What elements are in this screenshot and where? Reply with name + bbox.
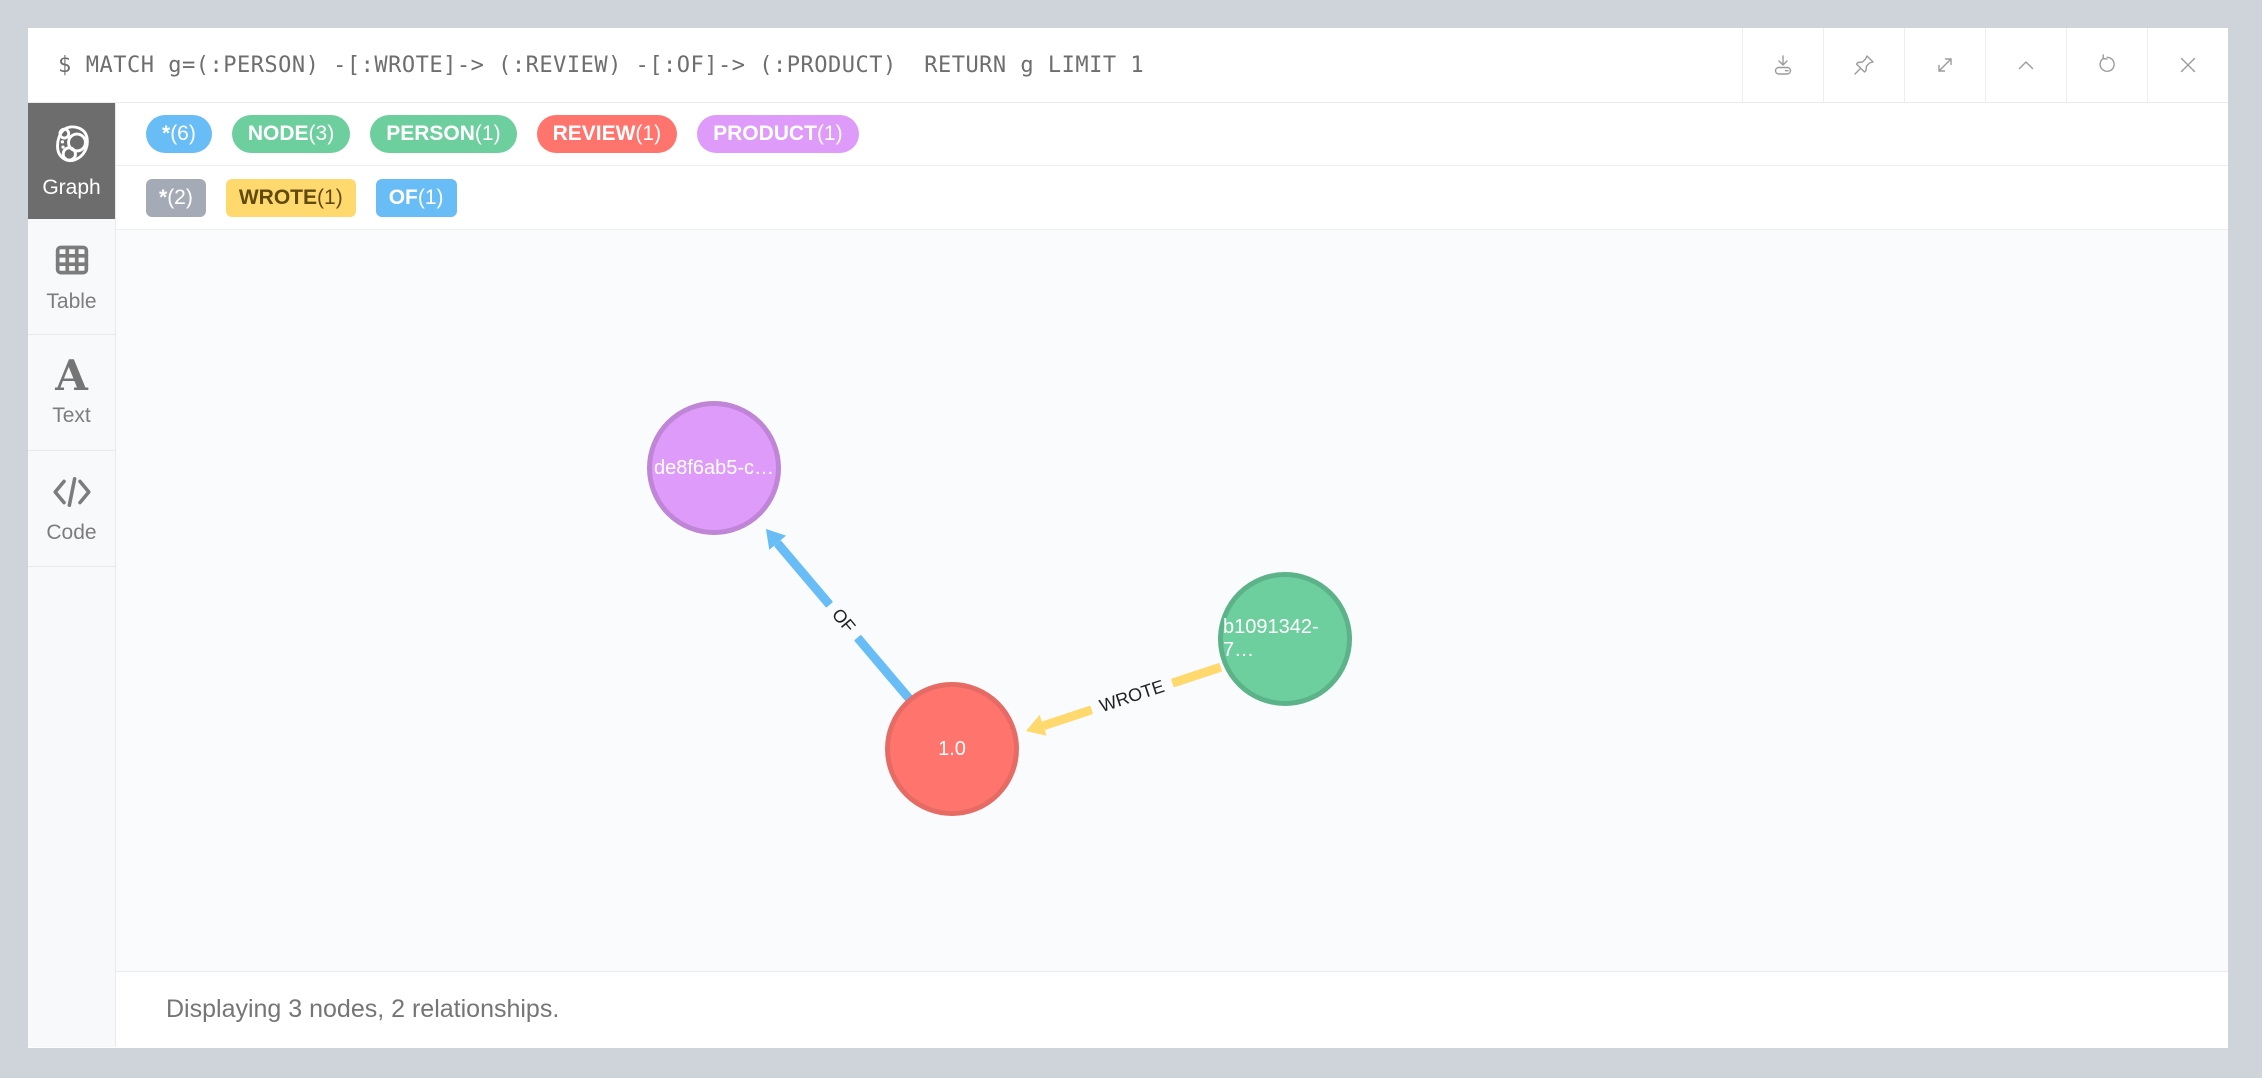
frame-actions xyxy=(1742,28,2228,102)
tab-text[interactable]: A Text xyxy=(28,335,115,451)
cypher-query-text: MATCH g=(:PERSON) -[:WROTE]-> (:REVIEW) … xyxy=(85,52,1145,78)
code-view-icon xyxy=(52,476,91,508)
node-review[interactable]: 1.0 xyxy=(885,682,1019,816)
node-product-caption: de8f6ab5-c… xyxy=(653,456,775,479)
close-icon xyxy=(2180,57,2196,73)
graph-canvas[interactable]: OF WROTE de8f6ab5-c… 1.0 xyxy=(116,230,2228,971)
tab-code-label: Code xyxy=(46,521,97,544)
node-person-caption: b1091342-7… xyxy=(1223,616,1319,661)
badge-all-nodes[interactable]: *(6) xyxy=(146,115,212,153)
refresh-icon xyxy=(2099,54,2115,72)
download-icon xyxy=(1774,55,1792,75)
status-text: Displaying 3 nodes, 2 relationships. xyxy=(166,995,560,1023)
edge-wrote[interactable]: WROTE xyxy=(1022,655,1224,742)
pin-icon xyxy=(1854,55,1874,75)
tab-graph[interactable]: Graph xyxy=(28,103,115,219)
edge-of[interactable]: OF xyxy=(757,521,919,706)
close-frame-button[interactable] xyxy=(2147,28,2228,102)
tab-graph-label: Graph xyxy=(42,176,101,199)
edge-wrote-label: WROTE xyxy=(1096,675,1167,716)
badge-person[interactable]: PERSON(1) xyxy=(370,115,517,153)
node-person[interactable]: b1091342-7… xyxy=(1218,572,1352,706)
badge-all-relationships[interactable]: *(2) xyxy=(146,178,206,217)
frame-content: Graph Table A Text Code xyxy=(28,103,2228,1047)
tab-text-label: Text xyxy=(52,403,91,427)
node-label-badges: *(6) NODE(3) PERSON(1) REVIEW(1) PRODUCT… xyxy=(116,103,2228,166)
chevron-up-icon xyxy=(2018,61,2034,70)
edge-of-label: OF xyxy=(828,604,860,637)
relationship-type-badges: *(2) WROTE(1) OF(1) xyxy=(116,166,2228,230)
download-result-button[interactable] xyxy=(1742,28,1823,102)
fullscreen-button[interactable] xyxy=(1904,28,1985,102)
view-switcher-sidebar: Graph Table A Text Code xyxy=(28,103,116,1047)
badge-wrote[interactable]: WROTE(1) xyxy=(225,178,356,217)
cypher-query-editor[interactable]: $ MATCH g=(:PERSON) -[:WROTE]-> (:REVIEW… xyxy=(28,28,1742,102)
tab-code[interactable]: Code xyxy=(28,451,115,567)
status-bar: Displaying 3 nodes, 2 relationships. xyxy=(116,971,2228,1047)
edge-wrote-arrowhead xyxy=(1022,714,1047,742)
pin-frame-button[interactable] xyxy=(1823,28,1904,102)
text-view-icon: A xyxy=(55,351,88,401)
badge-of[interactable]: OF(1) xyxy=(375,178,457,217)
table-view-icon xyxy=(55,245,88,275)
node-product[interactable]: de8f6ab5-c… xyxy=(647,401,781,535)
collapse-frame-button[interactable] xyxy=(1985,28,2066,102)
badge-node[interactable]: NODE(3) xyxy=(231,115,351,153)
prompt-symbol: $ xyxy=(58,52,72,78)
tab-table-label: Table xyxy=(46,290,97,313)
graph-view-icon xyxy=(55,125,89,163)
badge-review[interactable]: REVIEW(1) xyxy=(536,115,678,153)
tab-table[interactable]: Table xyxy=(28,219,115,335)
badge-product[interactable]: PRODUCT(1) xyxy=(697,115,859,153)
rerun-query-button[interactable] xyxy=(2066,28,2147,102)
fullscreen-icon xyxy=(1938,58,1952,72)
query-bar: $ MATCH g=(:PERSON) -[:WROTE]-> (:REVIEW… xyxy=(28,28,2228,103)
node-review-caption: 1.0 xyxy=(938,737,966,760)
result-frame: $ MATCH g=(:PERSON) -[:WROTE]-> (:REVIEW… xyxy=(28,28,2228,1048)
result-main: *(6) NODE(3) PERSON(1) REVIEW(1) PRODUCT… xyxy=(116,103,2228,1047)
